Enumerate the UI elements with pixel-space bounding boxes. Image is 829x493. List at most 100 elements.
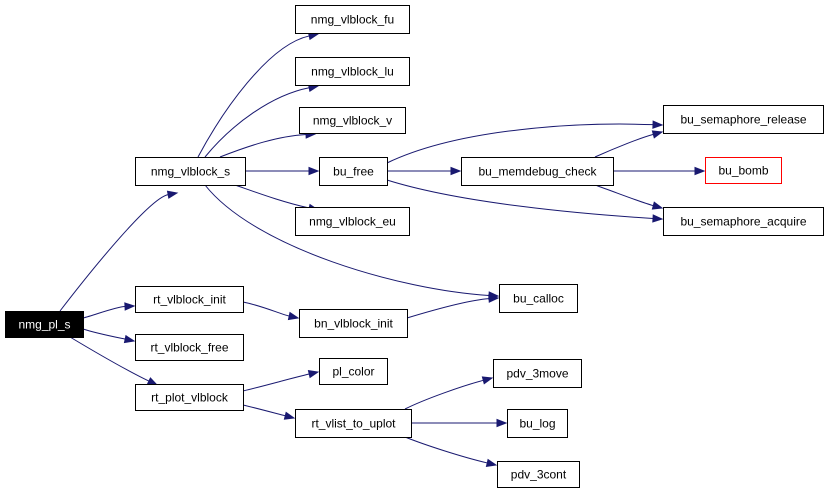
edge-line	[594, 133, 654, 158]
edge-nmg_vlblock_s-to-nmg_vlblock_fu	[197, 31, 320, 158]
node-nmg_vlblock_s[interactable]: nmg_vlblock_s	[135, 157, 246, 186]
node-box[interactable]	[5, 311, 84, 338]
node-bu_bomb[interactable]: bu_bomb	[705, 157, 782, 184]
node-label: bu_calloc	[513, 292, 564, 306]
arrowhead-icon	[146, 377, 159, 386]
nodes-layer: nmg_pl_s nmg_vlblock_s rt_vlblock_init rt_v…	[5, 5, 824, 488]
node-box[interactable]	[663, 105, 824, 134]
edge-line	[219, 133, 307, 158]
edge-line	[59, 194, 169, 312]
arrowhead-icon	[287, 311, 300, 321]
node-label: rt_plot_vlblock	[151, 391, 229, 405]
node-label: rt_vlblock_free	[150, 341, 228, 355]
node-box[interactable]	[295, 5, 410, 34]
arrowhead-icon	[481, 376, 494, 385]
edge-nmg_pl_s-to-rt_plot_vlblock	[69, 336, 159, 386]
node-nmg_vlblock_eu[interactable]: nmg_vlblock_eu	[295, 207, 410, 236]
node-box[interactable]	[295, 57, 410, 86]
arrowhead-icon	[485, 458, 498, 467]
node-box[interactable]	[319, 358, 388, 385]
node-bn_vlblock_init[interactable]: bn_vlblock_init	[299, 309, 408, 338]
node-box[interactable]	[299, 107, 406, 134]
edge-line	[242, 404, 286, 417]
edge-line	[404, 379, 484, 410]
node-bu_log[interactable]: bu_log	[507, 409, 568, 438]
node-nmg_vlblock_v[interactable]: nmg_vlblock_v	[299, 107, 406, 134]
edge-bn_vlblock_init-to-bu_calloc	[406, 294, 500, 319]
node-label: rt_vlblock_init	[153, 293, 226, 307]
node-box[interactable]	[507, 409, 568, 438]
edge-nmg_pl_s-to-nmg_vlblock_s	[59, 190, 179, 312]
edge-line	[82, 328, 126, 340]
edge-rt_vlist_to_uplot-to-bu_log	[411, 418, 508, 428]
arrowhead-icon	[651, 130, 664, 139]
edge-bu_free-to-bu_semaphore_acquire	[386, 179, 664, 223]
node-box[interactable]	[493, 359, 582, 388]
node-bu_semaphore_acquire[interactable]: bu_semaphore_acquire	[663, 207, 824, 236]
arrowhead-icon	[652, 120, 664, 129]
edge-bu_memdebug_check-to-bu_semaphore_release	[594, 130, 664, 158]
node-box[interactable]	[295, 207, 410, 236]
edge-rt_vlist_to_uplot-to-pdv_3move	[404, 376, 494, 410]
arrowhead-icon	[652, 214, 664, 223]
edge-line	[406, 298, 490, 319]
arrowhead-icon	[307, 370, 320, 379]
node-bu_calloc[interactable]: bu_calloc	[499, 284, 578, 313]
edge-line	[386, 179, 654, 219]
edge-bu_free-to-bu_memdebug_check	[386, 166, 462, 176]
node-rt_vlist_to_uplot[interactable]: rt_vlist_to_uplot	[295, 409, 412, 438]
node-label: nmg_pl_s	[18, 318, 70, 332]
node-box[interactable]	[663, 207, 824, 236]
node-box[interactable]	[319, 157, 388, 186]
node-rt_vlblock_free[interactable]: rt_vlblock_free	[135, 334, 244, 361]
node-box[interactable]	[135, 384, 244, 411]
node-label: nmg_vlblock_lu	[311, 65, 394, 79]
node-label: nmg_vlblock_v	[313, 114, 392, 128]
node-box[interactable]	[295, 409, 412, 438]
node-rt_plot_vlblock[interactable]: rt_plot_vlblock	[135, 384, 244, 411]
node-nmg_pl_s[interactable]: nmg_pl_s	[5, 311, 84, 338]
edge-line	[204, 87, 310, 158]
edge-line	[404, 436, 488, 464]
edge-line	[234, 184, 310, 209]
arrowhead-icon	[694, 166, 706, 176]
node-box[interactable]	[461, 157, 614, 186]
arrowhead-icon	[124, 302, 136, 311]
arrowhead-icon	[166, 190, 179, 199]
edge-nmg_vlblock_s-to-bu_calloc	[204, 184, 500, 300]
node-box[interactable]	[135, 286, 244, 313]
arrowhead-icon	[651, 201, 664, 210]
edge-nmg_vlblock_s-to-nmg_vlblock_v	[219, 130, 317, 158]
edge-line	[204, 184, 490, 296]
node-pdv_3move[interactable]: pdv_3move	[493, 359, 582, 388]
edge-line	[82, 305, 126, 319]
edge-nmg_pl_s-to-rt_vlblock_free	[82, 328, 136, 344]
edge-line	[594, 184, 654, 207]
node-rt_vlblock_init[interactable]: rt_vlblock_init	[135, 286, 244, 313]
edge-rt_plot_vlblock-to-pl_color	[242, 370, 320, 392]
node-nmg_vlblock_lu[interactable]: nmg_vlblock_lu	[295, 57, 410, 86]
node-pl_color[interactable]: pl_color	[319, 358, 388, 385]
edge-line	[69, 336, 150, 382]
node-box[interactable]	[135, 334, 244, 361]
edge-rt_vlblock_init-to-bn_vlblock_init	[242, 301, 300, 321]
arrowhead-icon	[283, 411, 296, 420]
node-box[interactable]	[705, 157, 782, 184]
node-box[interactable]	[299, 309, 408, 338]
node-label: pdv_3move	[506, 367, 568, 381]
node-bu_semaphore_release[interactable]: bu_semaphore_release	[663, 105, 824, 134]
node-label: nmg_vlblock_fu	[311, 13, 394, 27]
node-pdv_3cont[interactable]: pdv_3cont	[497, 461, 580, 488]
node-box[interactable]	[497, 461, 580, 488]
arrowhead-icon	[123, 334, 136, 344]
node-label: pdv_3cont	[511, 468, 567, 482]
node-box[interactable]	[135, 157, 246, 186]
node-bu_free[interactable]: bu_free	[319, 157, 388, 186]
node-box[interactable]	[499, 284, 578, 313]
arrowhead-icon	[308, 166, 320, 176]
node-bu_memdebug_check[interactable]: bu_memdebug_check	[461, 157, 614, 186]
arrowhead-icon	[488, 294, 500, 303]
node-nmg_vlblock_fu[interactable]: nmg_vlblock_fu	[295, 5, 410, 34]
node-label: bu_log	[519, 417, 555, 431]
